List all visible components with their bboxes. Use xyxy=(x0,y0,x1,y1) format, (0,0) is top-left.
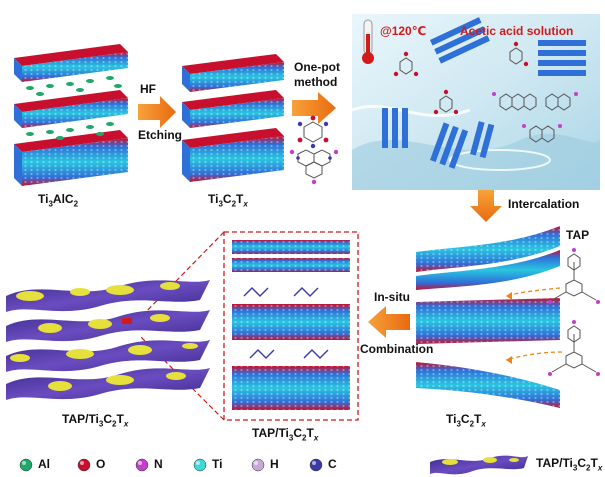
legend-marker-al xyxy=(19,458,33,472)
zoom-box xyxy=(139,231,359,421)
ti3c2tx-etched-structure xyxy=(182,54,284,182)
label-combination: Combination xyxy=(360,342,434,356)
legend-marker-c xyxy=(309,458,323,472)
label-etching: Etching xyxy=(138,128,182,142)
label-ti3c2tx-bottom: Ti3C2Tx xyxy=(446,412,486,429)
label-one-pot: One-pot xyxy=(294,60,340,74)
label-method: method xyxy=(294,75,338,89)
acetic-acid-panel xyxy=(351,14,600,190)
legend-marker-n xyxy=(135,458,149,472)
label-ti3c2tx-top: Ti3C2Tx xyxy=(208,192,248,209)
legend-label-o: O xyxy=(96,457,106,471)
intercalated-structure xyxy=(416,226,563,408)
label-temperature: @120℃ xyxy=(380,24,427,38)
legend-marker-o xyxy=(77,458,91,472)
ti3alc2-structure xyxy=(14,44,128,186)
legend-label-h: H xyxy=(270,457,279,471)
label-acetic: Acetic acid solution xyxy=(460,24,574,38)
tap-molecule-right-2 xyxy=(548,320,600,376)
label-tap-ti3c2tx-center: TAP/Ti3C2Tx xyxy=(252,426,319,443)
label-ti3alc2: Ti3AlC2 xyxy=(38,192,79,209)
label-tap: TAP xyxy=(566,228,590,242)
label-tap-ti3c2tx-left: TAP/Ti3C2Tx xyxy=(62,412,129,429)
legend-marker-ti xyxy=(193,458,207,472)
tap-molecule-precursor-1 xyxy=(297,115,329,149)
legend-label-n: N xyxy=(154,457,163,471)
legend-label-tap-ti3c2tx: TAP/Ti3C2Tx xyxy=(536,456,603,473)
label-hf: HF xyxy=(140,82,156,96)
tap-molecule-right-1 xyxy=(548,248,600,304)
label-intercalation: Intercalation xyxy=(508,197,580,211)
label-in-situ: In-situ xyxy=(374,290,410,304)
legend-label-ti: Ti xyxy=(212,457,223,471)
legend-markers xyxy=(19,458,323,472)
tap-ti3c2tx-sheets xyxy=(6,280,210,400)
tap-molecule-precursor-2 xyxy=(289,149,339,185)
legend-label-al: Al xyxy=(38,457,50,471)
in-situ-arrow xyxy=(368,306,410,338)
one-pot-arrow xyxy=(292,92,336,124)
legend-label-c: C xyxy=(328,457,337,471)
hf-etching-arrow xyxy=(138,96,176,128)
legend-marker-h xyxy=(251,458,265,472)
legend-sheet-icon xyxy=(430,455,528,475)
intercalation-arrow xyxy=(470,190,502,222)
